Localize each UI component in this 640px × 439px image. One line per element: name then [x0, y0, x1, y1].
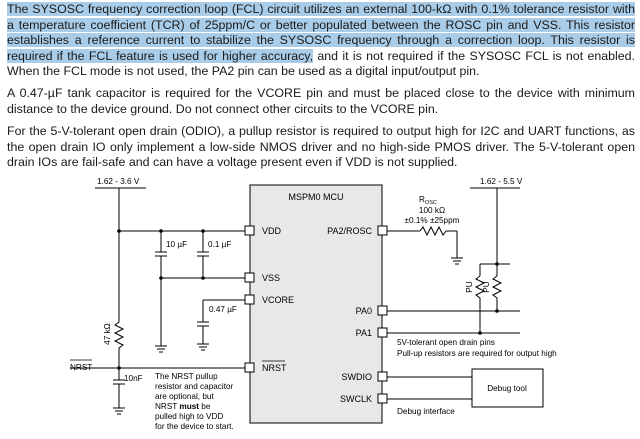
- pin-swdio: [377, 371, 388, 382]
- cap-10nf-label: 10nF: [124, 374, 143, 383]
- cap-047uf-label: 0.47 µF: [209, 305, 237, 314]
- pin-pa2: [377, 225, 388, 236]
- nrst-net-label: NRST: [70, 363, 92, 372]
- odio-note-line2: Pull-up resistors are required for outpu…: [397, 349, 557, 358]
- pullup-label-1: PU: [465, 281, 474, 292]
- pin-label-vdd: VDD: [262, 226, 282, 236]
- pin-pa0: [377, 305, 388, 316]
- pin-vcore: [244, 294, 255, 305]
- pin-label-pa0: PA0: [356, 306, 372, 316]
- mcu-title: MSPM0 MCU: [288, 192, 343, 202]
- schematic-diagram: MSPM0 MCU VDD VSS VCORE NRST PA2/ROSC PA…: [70, 177, 557, 431]
- nrst-note-line6: for the device to start.: [155, 422, 234, 431]
- debug-interface-label: Debug interface: [397, 407, 455, 416]
- cap-10uf-label: 10 µF: [166, 240, 187, 249]
- pin-label-vss: VSS: [262, 273, 280, 283]
- rosc-value: 100 kΩ: [419, 206, 445, 215]
- odio-note-line1: 5V-tolerant open drain pins: [397, 338, 495, 347]
- rosc-label: ROSC: [419, 195, 437, 206]
- vcore-paragraph: A 0.47-µF tank capacitor is required for…: [7, 86, 635, 116]
- pin-nrst: [244, 362, 255, 373]
- pin-label-nrst: NRST: [262, 363, 287, 373]
- cap-01uf-label: 0.1 µF: [208, 240, 231, 249]
- pin-label-swclk: SWCLK: [340, 394, 372, 404]
- nrst-note-line4: NRST must be: [155, 402, 211, 411]
- pin-label-pa1: PA1: [356, 328, 372, 338]
- supply-left-label: 1.62 - 3.6 V: [97, 177, 140, 186]
- fcl-paragraph: The SYSOSC frequency correction loop (FC…: [7, 2, 635, 80]
- pin-pa1: [377, 327, 388, 338]
- nrst-note-line5: pulled high to VDD: [155, 412, 223, 421]
- nrst-note-line1: The NRST pullup: [155, 372, 218, 381]
- nrst-note-line3: are optional, but: [155, 392, 214, 401]
- debug-tool-label: Debug tool: [487, 384, 527, 393]
- res-47k-label: 47 kΩ: [103, 323, 112, 345]
- rosc-tolerance: ±0.1% ±25ppm: [405, 216, 460, 225]
- pin-vdd: [244, 225, 255, 236]
- pin-label-swdio: SWDIO: [342, 372, 373, 382]
- pin-label-vcore: VCORE: [262, 295, 294, 305]
- nrst-note-line2: resistor and capacitor: [155, 382, 234, 391]
- odio-paragraph: For the 5-V-tolerant open drain (ODIO), …: [7, 124, 635, 170]
- mcu-block: [249, 184, 383, 424]
- supply-right-label: 1.62 - 5.5 V: [480, 177, 523, 186]
- pullup-label-2: PU: [482, 281, 491, 292]
- paragraph-text: and it is not required if the SYSOSC FCL…: [7, 48, 635, 79]
- pin-vss: [244, 272, 255, 283]
- debug-tool-box: [471, 368, 544, 408]
- pin-swclk: [377, 393, 388, 404]
- pin-label-pa2: PA2/ROSC: [327, 226, 372, 236]
